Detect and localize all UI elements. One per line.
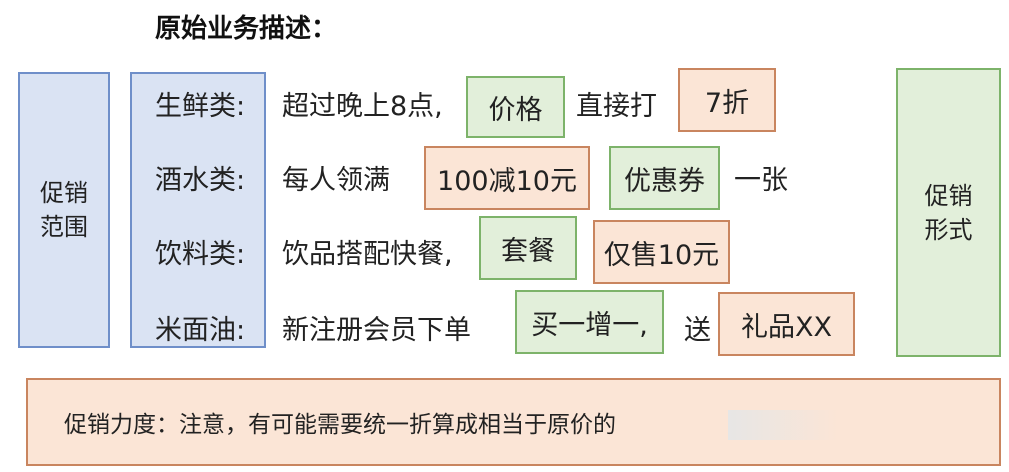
category-label-grain-oil: 米面油: (155, 315, 246, 346)
promotion-form-label-line1: 促销 (924, 181, 973, 210)
row4-text2: 送 (684, 315, 711, 346)
category-label-beverage: 饮料类: (155, 239, 246, 270)
promotion-form-box: 促销 形式 (896, 68, 1001, 357)
category-label-alcohol: 酒水类: (155, 165, 246, 196)
row1-text: 超过晚上8点, (282, 91, 443, 122)
diagram-title: 原始业务描述： (155, 14, 338, 44)
row3-tag-combo: 套餐 (479, 216, 577, 280)
row4-tag-gift: 礼品XX (718, 292, 855, 356)
promotion-scope-label-line2: 范围 (40, 213, 88, 241)
row3-text: 饮品搭配快餐, (282, 239, 453, 270)
row2-tag-coupon: 优惠券 (609, 146, 720, 210)
category-label-fresh: 生鲜类: (155, 91, 246, 122)
row4-text: 新注册会员下单 (282, 315, 471, 346)
promotion-strength-box (26, 378, 1001, 466)
row2-text: 每人领满 (282, 165, 390, 196)
row3-tag-price: 仅售10元 (593, 220, 730, 284)
promotion-form-label-line2: 形式 (924, 215, 973, 244)
category-box (130, 72, 266, 348)
row1-text2: 直接打 (576, 91, 657, 122)
promotion-scope-box: 促销 范围 (18, 72, 110, 348)
row1-tag-price: 价格 (466, 76, 565, 138)
row2-text2: 一张 (734, 165, 788, 196)
promotion-scope-label-line1: 促销 (40, 179, 88, 207)
promotion-strength-text: 促销力度：注意，有可能需要统一折算成相当于原价的 (64, 412, 616, 438)
row1-tag-discount: 7折 (678, 68, 776, 132)
row4-tag-bogo: 买一增一, (515, 290, 664, 354)
redaction-blur (728, 410, 838, 440)
row2-tag-amount: 100减10元 (424, 146, 590, 210)
